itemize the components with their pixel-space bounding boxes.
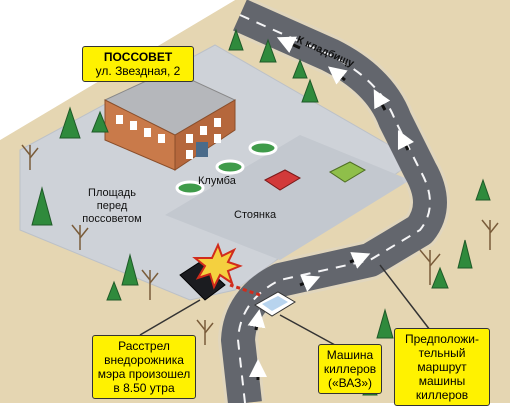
shooting-line: внедорожника bbox=[104, 353, 184, 367]
shooting-callout: Расстрел внедорожника мэра произошел в 8… bbox=[92, 335, 196, 399]
road-centerline bbox=[236, 14, 431, 403]
shooting-line: мэра произошел bbox=[97, 367, 191, 381]
killers-car-callout: Машина киллеров («ВАЗ») bbox=[318, 344, 382, 394]
route-callout: Предположи- тельный маршрут машины килле… bbox=[394, 328, 490, 406]
car-icon bbox=[264, 161, 367, 191]
square-label-line1: Площадь bbox=[88, 187, 136, 199]
parking-label: Стоянка bbox=[234, 209, 277, 221]
building-title: ПОССОВЕТ bbox=[103, 50, 173, 64]
explosion-icon bbox=[192, 242, 243, 290]
shooting-line: в 8.50 утра bbox=[113, 381, 175, 395]
flowerbed-label: Клумба bbox=[198, 175, 237, 187]
route-line: киллеров bbox=[415, 388, 469, 402]
shooting-line: Расстрел bbox=[118, 339, 170, 353]
square-label-line2: перед bbox=[97, 200, 128, 212]
route-line: маршрут bbox=[417, 360, 467, 374]
flowerbed-icon bbox=[175, 140, 278, 196]
route-line: тельный bbox=[418, 346, 466, 360]
route-line: Предположи- bbox=[404, 332, 480, 346]
building-icon bbox=[103, 69, 237, 171]
killers-car-line: Машина bbox=[326, 348, 374, 362]
killers-car-line: («ВАЗ») bbox=[327, 376, 373, 390]
building-address: ул. Звездная, 2 bbox=[95, 64, 181, 78]
bare-tree-icon bbox=[21, 144, 499, 345]
road-edge bbox=[217, 0, 450, 403]
route-line: машины bbox=[418, 374, 466, 388]
car-icon bbox=[254, 291, 296, 317]
route-arrow-icon bbox=[247, 36, 415, 380]
building-title-callout: ПОССОВЕТ ул. Звездная, 2 bbox=[82, 46, 194, 82]
suv-icon bbox=[179, 261, 226, 301]
shot-trail bbox=[229, 283, 261, 297]
killers-car-line: киллеров bbox=[323, 362, 377, 376]
square-label-line3: поссоветом bbox=[82, 213, 141, 225]
callout-pointers bbox=[139, 264, 431, 346]
